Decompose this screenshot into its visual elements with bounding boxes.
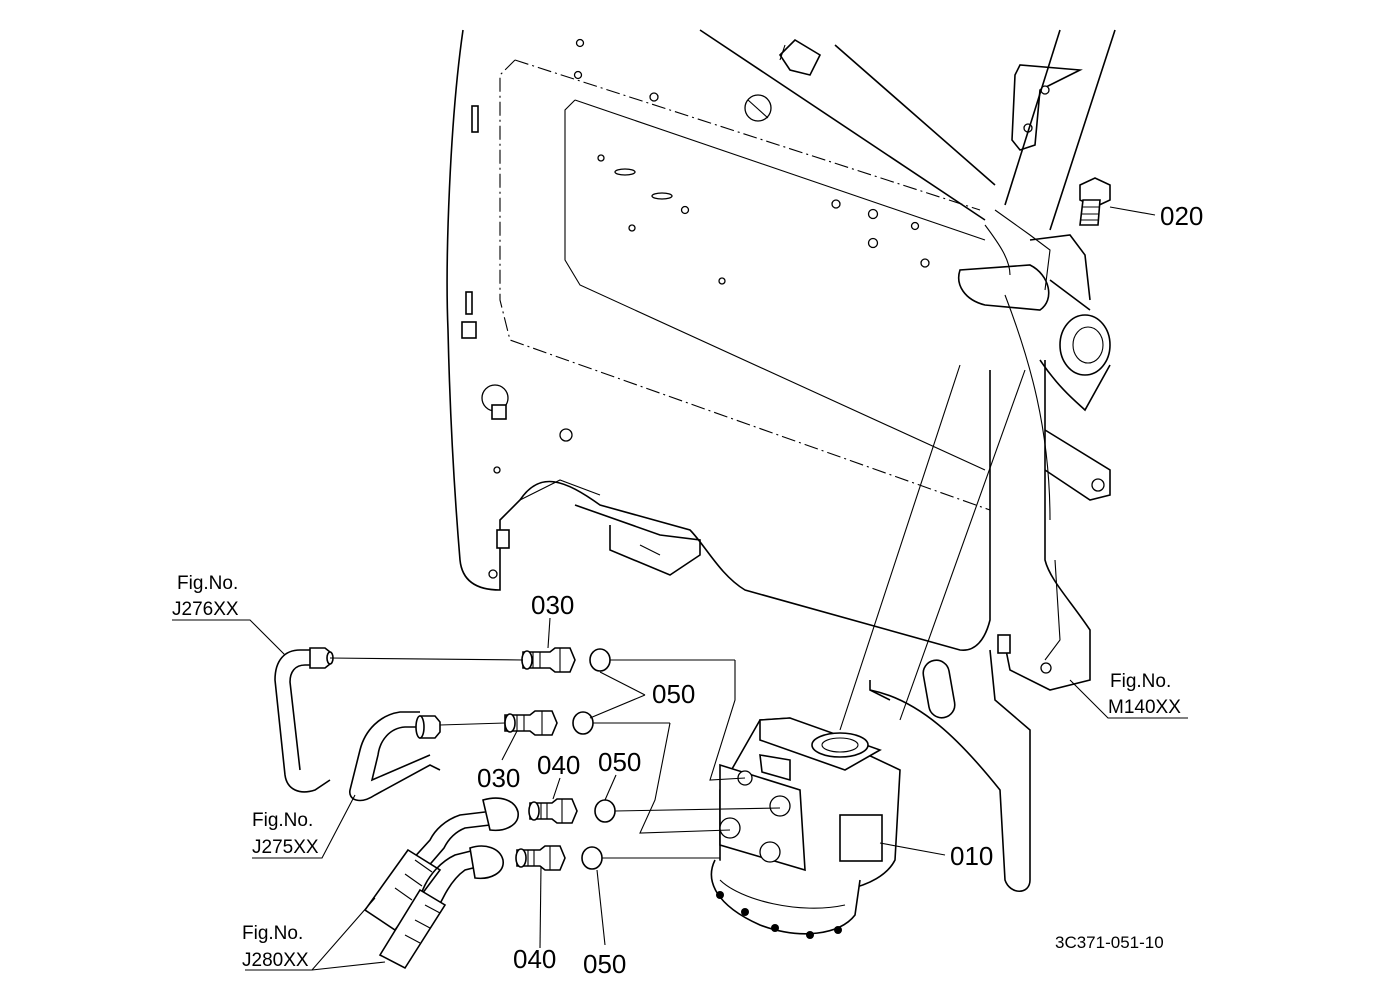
label-050-bot: 050 xyxy=(583,949,626,979)
hose-j280 xyxy=(363,797,519,970)
fig-j276-line2: J276XX xyxy=(172,599,239,620)
fitting-040-middle xyxy=(528,798,578,824)
bolt-020 xyxy=(1079,177,1156,226)
label-010: 010 xyxy=(950,841,993,871)
steering-column-panel xyxy=(446,29,1116,893)
fig-j275-line1: Fig.No. xyxy=(252,810,313,831)
hose-j276 xyxy=(274,647,334,793)
drawing-code: 3C371-051-10 xyxy=(1055,933,1164,952)
connection-lines xyxy=(172,617,1188,971)
fitting-030-middle xyxy=(504,710,558,736)
fig-j276-line1: Fig.No. xyxy=(177,573,238,594)
label-020: 020 xyxy=(1160,201,1203,231)
fitting-040-lower xyxy=(515,845,566,871)
steering-motor-010 xyxy=(710,717,946,939)
label-030-top: 030 xyxy=(531,590,574,620)
fitting-030-upper xyxy=(521,647,576,673)
label-040-bot: 040 xyxy=(513,944,556,974)
fig-j280-line2: J280XX xyxy=(242,950,309,971)
o-rings-050 xyxy=(572,648,616,870)
fig-m140-line1: Fig.No. xyxy=(1110,671,1171,692)
fig-j275-line2: J275XX xyxy=(252,837,319,858)
label-050-top: 050 xyxy=(652,679,695,709)
fig-m140-line2: M140XX xyxy=(1108,697,1181,718)
label-050-mid: 050 xyxy=(598,747,641,777)
figure-references: Fig.No. J276XX Fig.No. J275XX Fig.No. J2… xyxy=(172,573,1181,971)
label-040-mid: 040 xyxy=(537,750,580,780)
hose-j275 xyxy=(349,711,441,802)
label-030-mid: 030 xyxy=(477,763,520,793)
part-labels: 020 010 030 050 030 040 050 040 050 xyxy=(477,201,1203,979)
fig-j280-line1: Fig.No. xyxy=(242,923,303,944)
